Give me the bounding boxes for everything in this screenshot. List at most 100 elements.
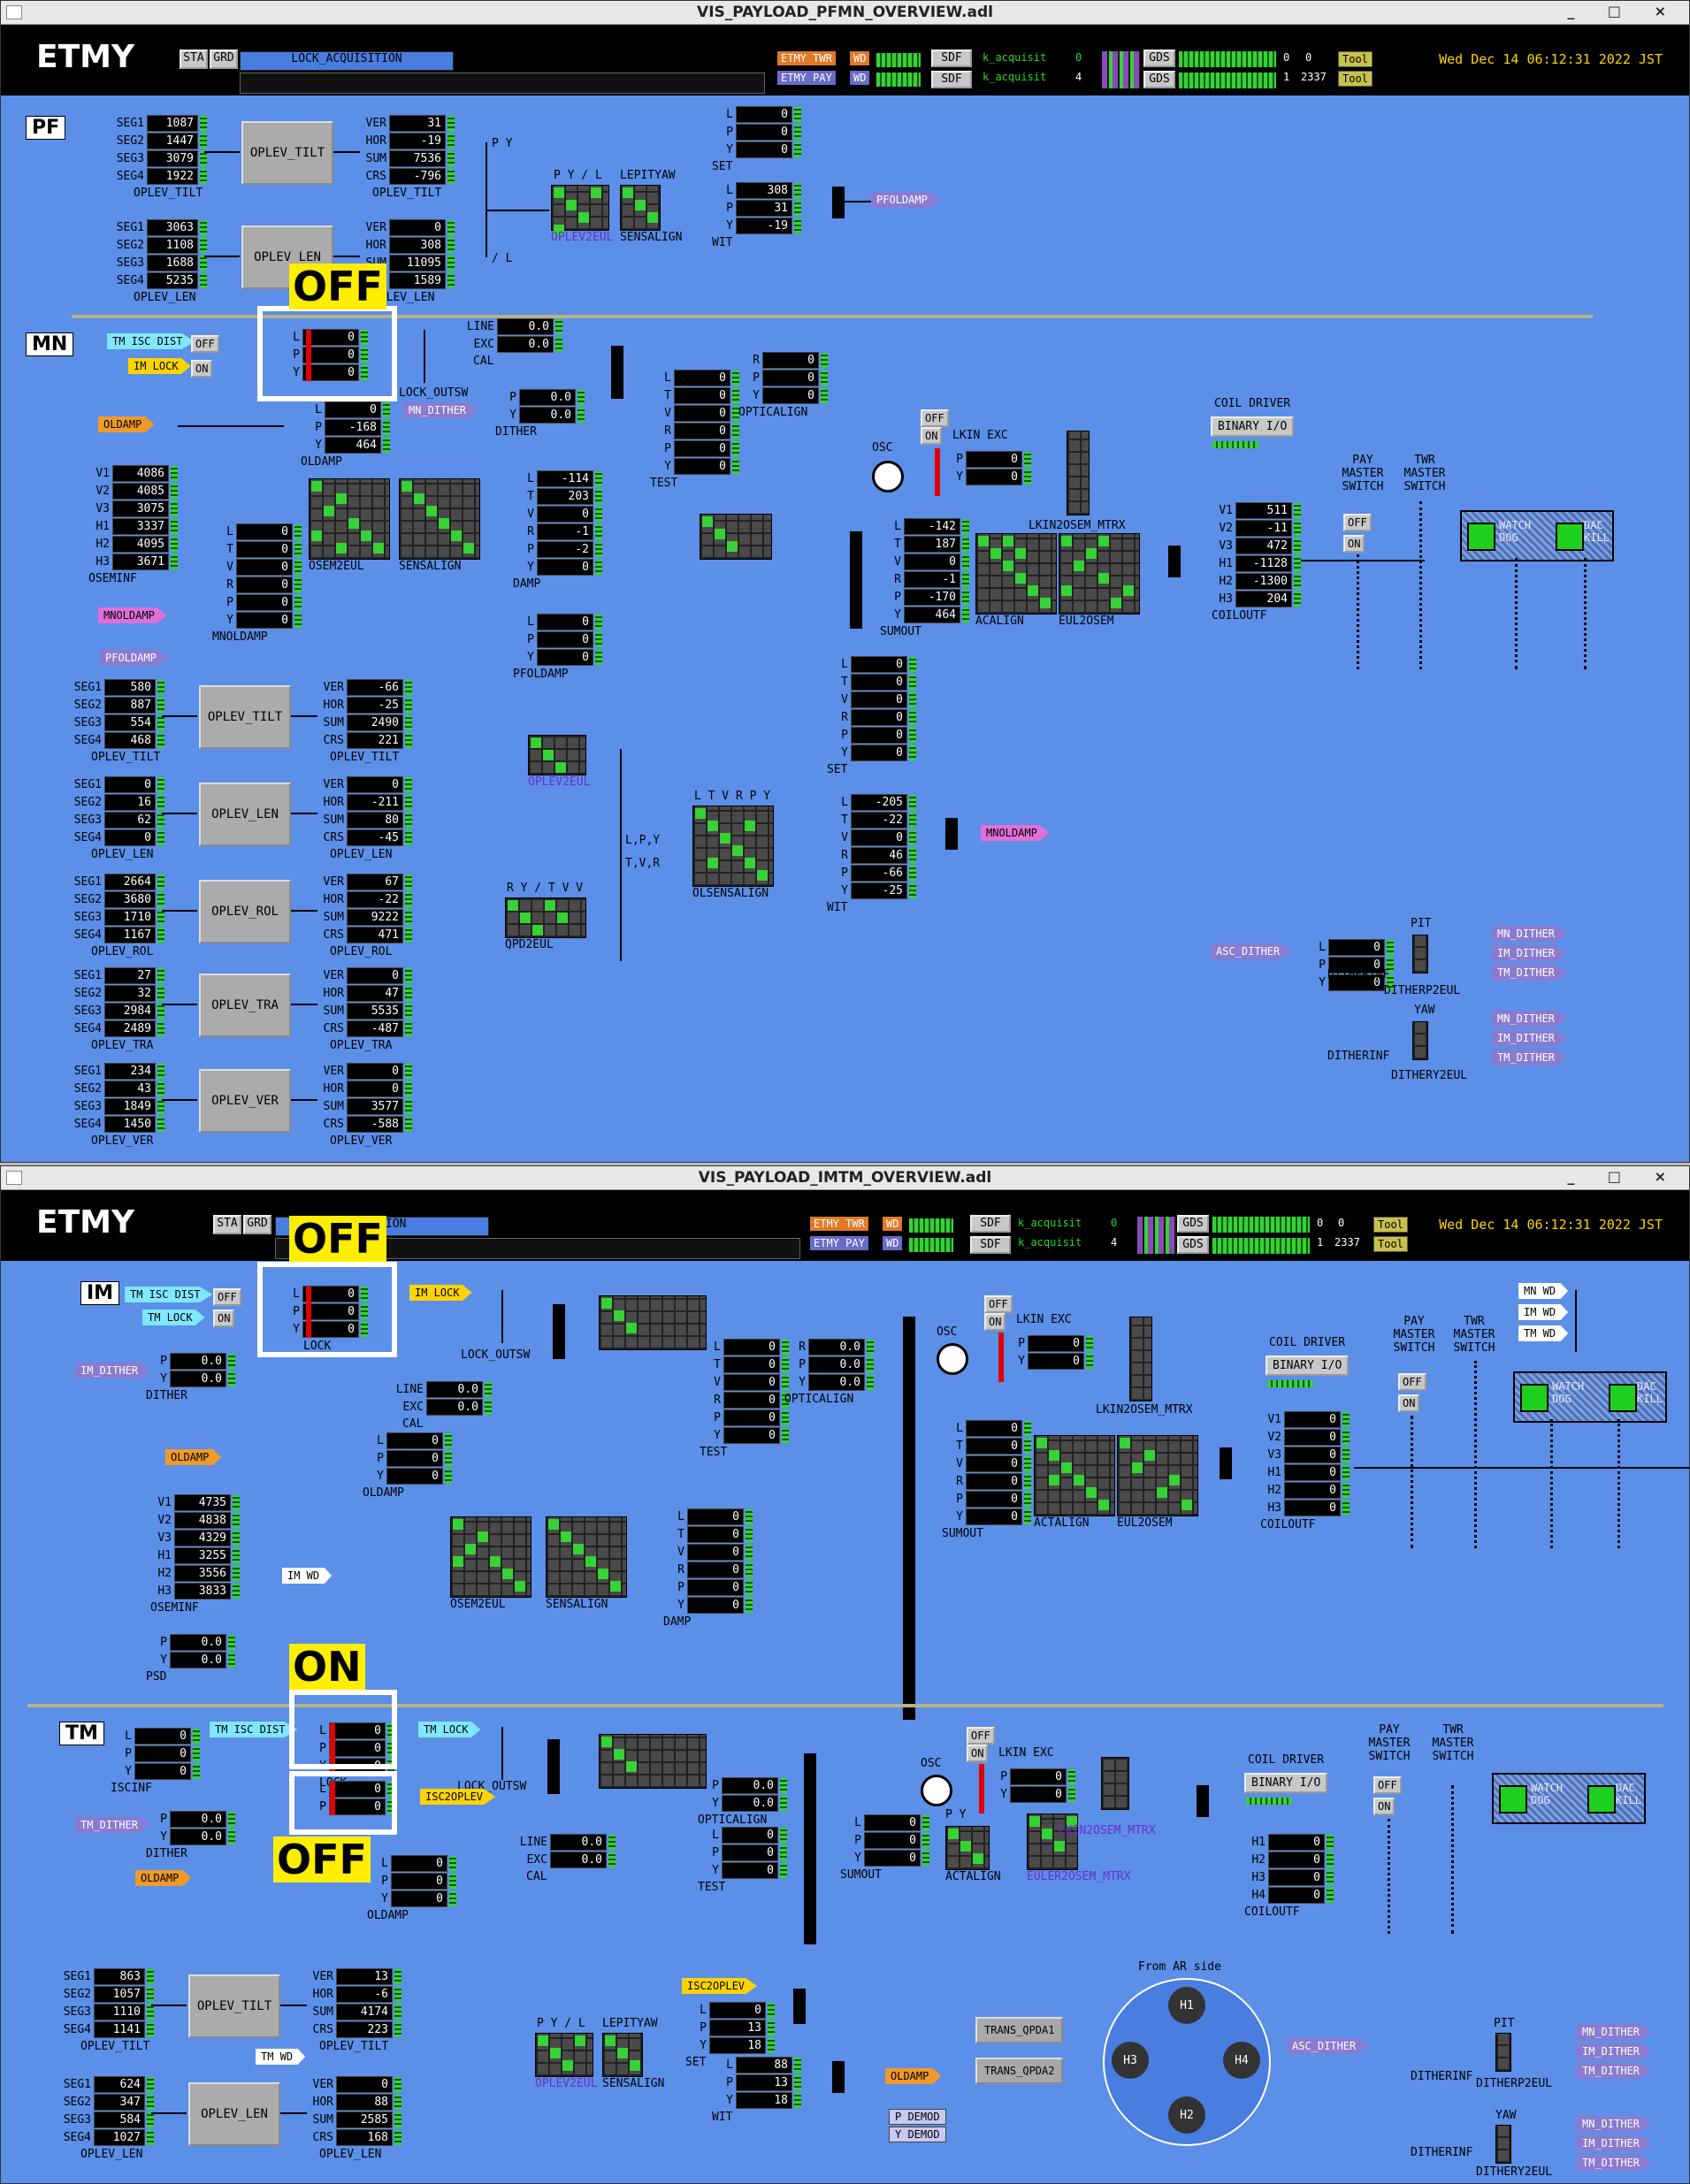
mn-oldamp-value[interactable]: 464	[325, 436, 381, 454]
tm-dither-out-1[interactable]: MN_DITHER	[1577, 2024, 1653, 2040]
tm-binary-io-button[interactable]: BINARY I/O	[1244, 1773, 1328, 1793]
im-lpy-matrix[interactable]	[599, 1295, 707, 1350]
mn-test-value[interactable]: 0	[674, 386, 730, 404]
mn-damp-value[interactable]: -114	[537, 470, 593, 487]
mn-dither-out-2[interactable]: IM_DITHER	[1492, 945, 1568, 961]
im-lock-value[interactable]: 0	[302, 1285, 359, 1302]
im-test-value[interactable]: 0	[723, 1426, 780, 1444]
tm-oplev-tilt-out-value[interactable]: 4174	[336, 2003, 393, 2020]
tm-wit-value[interactable]: 18	[736, 2091, 792, 2109]
im-lock-value[interactable]: 0	[302, 1320, 359, 1338]
tm-oplev-len-seg-value[interactable]: 347	[94, 2093, 145, 2111]
tm-oplev-len-out-value[interactable]: 88	[336, 2093, 393, 2111]
mn-lock-value[interactable]: 0	[302, 363, 359, 381]
mn-oplev-rol-seg-value[interactable]: 1710	[104, 908, 156, 926]
tm-lkin-on[interactable]: ON	[967, 1745, 989, 1762]
tm-oplev-tilt-seg-value[interactable]: 1110	[94, 2003, 145, 2020]
mn-oplev-ver-out-value[interactable]: -588	[347, 1115, 403, 1133]
mn-pay-on-toggle[interactable]: ON	[1343, 535, 1365, 553]
mn-oplev-tra-button[interactable]: OPLEV_TRA	[199, 974, 291, 1037]
mn-mnoldamp-out-tag[interactable]: MNOLDAMP	[981, 825, 1050, 841]
mn-damp-value[interactable]: -1	[537, 523, 593, 540]
tm-oplev-tilt-out-value[interactable]: 223	[336, 2020, 393, 2038]
tm-set-value[interactable]: 18	[709, 2036, 766, 2054]
grd-button-2[interactable]: GRD	[243, 1215, 271, 1234]
im-actalign-matrix[interactable]	[1034, 1435, 1115, 1516]
tm-trans-qpda1-button[interactable]: TRANS_QPDA1	[975, 2017, 1064, 2043]
mn-wit-value[interactable]: 46	[851, 846, 907, 864]
mn-lkin-value[interactable]: 0	[966, 468, 1022, 485]
tm-euler2osem-matrix[interactable]	[1027, 1814, 1078, 1870]
im-coilout-value[interactable]: 0	[1284, 1481, 1341, 1499]
mn-wit-value[interactable]: -22	[851, 811, 907, 829]
mn-oplev2eul-matrix[interactable]	[528, 735, 586, 775]
im-cal-value[interactable]: 0.0	[426, 1380, 483, 1398]
tm-oplev-tilt-button[interactable]: OPLEV_TILT	[188, 1974, 280, 2038]
tm-coilout-value[interactable]: 0	[1268, 1833, 1325, 1851]
mn-coilout-value[interactable]: -11	[1235, 519, 1292, 537]
pf-oplev-len-out-value[interactable]: 0	[389, 218, 446, 236]
mn-lkin-value[interactable]: 0	[966, 450, 1022, 468]
im-osem2eul-matrix[interactable]	[450, 1516, 531, 1598]
im-opticalign-value[interactable]: 0.0	[808, 1373, 865, 1391]
mn-oplev-rol-button[interactable]: OPLEV_ROL	[199, 880, 291, 943]
tm-coilout-value[interactable]: 0	[1268, 1868, 1325, 1886]
mn-coilout-value[interactable]: 511	[1235, 501, 1292, 519]
pf-oplev-tilt-out-value[interactable]: 31	[389, 114, 446, 132]
mn-oplev-tilt-seg-value[interactable]: 887	[104, 696, 156, 714]
tm-sumout-value[interactable]: 0	[864, 1831, 921, 1849]
mn-osem2eul-matrix[interactable]	[309, 478, 390, 560]
tm-h3-coil[interactable]: H3	[1112, 2042, 1149, 2079]
pf-oplev-tilt-seg-value[interactable]: 1447	[147, 132, 198, 149]
tm-opticalign-value[interactable]: 0.0	[722, 1794, 778, 1812]
tm-lkin2osem-matrix[interactable]	[1101, 1757, 1129, 1810]
tm-wd-tag[interactable]: TM WD	[256, 2049, 306, 2065]
mn-coilout-value[interactable]: 472	[1235, 537, 1292, 554]
im-damp-value[interactable]: 0	[687, 1525, 744, 1543]
im-oseminf-value[interactable]: 4735	[174, 1493, 231, 1511]
pf-oplev-tilt-out-value[interactable]: -796	[389, 167, 446, 185]
tm-asc-dither-tag[interactable]: ASC_DITHER	[1287, 2038, 1369, 2054]
mn-qpd2eul-matrix[interactable]	[505, 897, 586, 938]
mn-oplev-len-out-value[interactable]: -211	[347, 793, 403, 811]
mn-oplev-len-seg-value[interactable]: 0	[104, 829, 156, 846]
mn-damp-value[interactable]: 0	[537, 505, 593, 523]
tm-watchdog-led[interactable]	[1499, 1785, 1527, 1814]
twr-tag-2[interactable]: ETMY TWR	[810, 1217, 868, 1231]
tm-lock-value[interactable]: 0	[329, 1739, 386, 1757]
tm-set-value[interactable]: 13	[709, 2019, 766, 2036]
window-titlebar-2[interactable]: VIS_PAYLOAD_IMTM_OVERVIEW.adl _ □ ×	[1, 1166, 1689, 1190]
mn-oplev-tilt-seg-value[interactable]: 554	[104, 714, 156, 731]
window-menu-icon[interactable]	[6, 5, 22, 19]
mn-oplev-tra-out-value[interactable]: -487	[347, 1019, 403, 1037]
window-controls[interactable]: _ □ ×	[1567, 3, 1680, 19]
gds-button-4[interactable]: GDS	[1177, 1236, 1209, 1254]
mn-ditherp-switch[interactable]	[1412, 935, 1428, 974]
mn-oplev-ver-seg-value[interactable]: 43	[104, 1080, 156, 1097]
tm-wit-value[interactable]: 13	[736, 2073, 792, 2091]
im-oseminf-value[interactable]: 3833	[174, 1582, 231, 1600]
im-oseminf-value[interactable]: 3556	[174, 1564, 231, 1582]
im-oldamp-value[interactable]: 0	[386, 1432, 443, 1449]
tm-oplev-len-seg-value[interactable]: 624	[94, 2075, 145, 2093]
im-oseminf-value[interactable]: 4329	[174, 1529, 231, 1546]
mn-asc-dither-tag[interactable]: ASC_DITHER	[1211, 943, 1293, 959]
im-test-value[interactable]: 0	[723, 1373, 780, 1391]
im-oseminf-value[interactable]: 4838	[174, 1511, 231, 1529]
mn-pfoldamp-tag[interactable]: PFOLDAMP	[100, 650, 169, 666]
im-watchdog-led[interactable]	[1520, 1384, 1549, 1412]
mn-oplev-len-seg-value[interactable]: 62	[104, 811, 156, 829]
mn-cal-value[interactable]: 0.0	[497, 335, 554, 353]
mn-wit-value[interactable]: -205	[851, 793, 907, 811]
mn-oplev-tilt-seg-value[interactable]: 468	[104, 731, 156, 749]
im-dither-value[interactable]: 0.0	[170, 1370, 226, 1387]
tm-lpy-matrix[interactable]	[599, 1734, 707, 1789]
mn-mnoldamp-value[interactable]: 0	[236, 576, 293, 593]
tm-oplev-len-seg-value[interactable]: 584	[94, 2111, 145, 2128]
mn-oplev-tilt-out-value[interactable]: -66	[347, 678, 403, 696]
tm-oplev-len-button[interactable]: OPLEV_LEN	[188, 2082, 280, 2146]
mn-olsensalign-matrix[interactable]	[692, 806, 774, 887]
tm-sensalign-matrix[interactable]	[602, 2033, 643, 2077]
tm-dither-out-2[interactable]: IM_DITHER	[1577, 2043, 1653, 2059]
tm-dither-out-3[interactable]: TM_DITHER	[1577, 2063, 1653, 2079]
